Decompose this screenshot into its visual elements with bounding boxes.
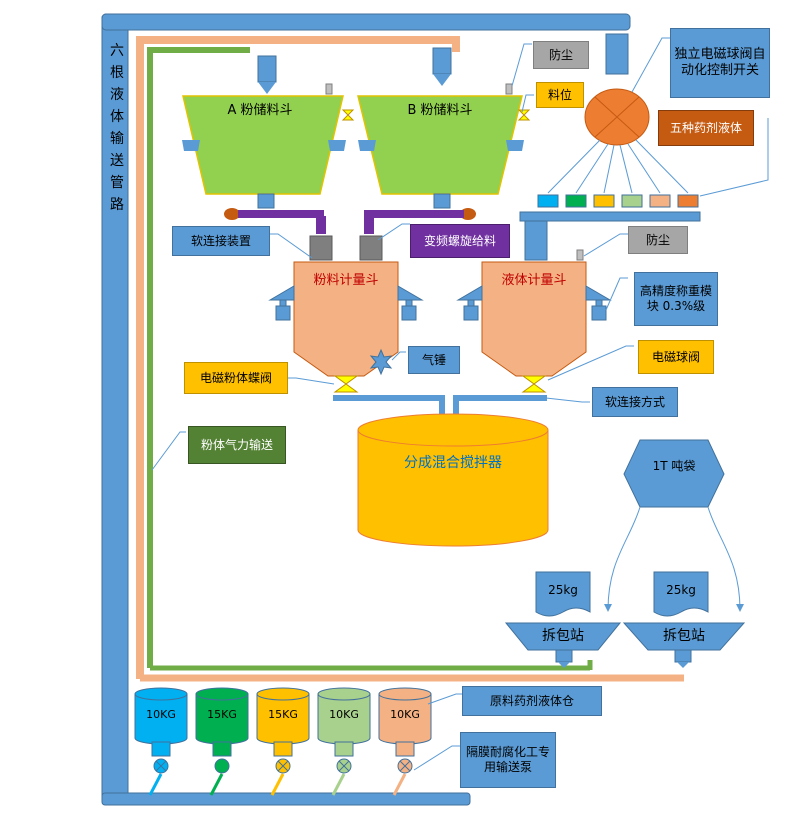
liquid-manifold — [519, 211, 701, 222]
valve-cross-2 — [594, 96, 640, 138]
hopper-a-bracket-left — [182, 140, 200, 151]
ton-bag-curve-right — [707, 506, 741, 611]
valve-fan-lines — [547, 139, 689, 194]
manifold-valve-6 — [677, 194, 699, 208]
manifold-valve-2 — [565, 194, 587, 208]
bag-right-label: 25kg — [666, 582, 696, 597]
level-label: 料位 — [536, 82, 584, 108]
liquid-meter-hopper — [481, 261, 587, 377]
hopper-b-outlet — [433, 193, 451, 209]
liquid-ball-valve — [521, 375, 547, 393]
air-hammer — [369, 348, 393, 376]
tank-4-label: 10KG — [329, 708, 359, 722]
hopper-b — [357, 95, 523, 195]
dust-cover-mid-label: 防尘 — [628, 226, 688, 254]
pneumatic-convey-label: 粉体气力输送 — [188, 426, 286, 464]
ton-bag-curve-left — [607, 506, 641, 611]
hopper-a-inlet-arrow — [258, 82, 276, 94]
liquid-meter-label: 液体计量斗 — [501, 272, 567, 288]
tank-3 — [256, 687, 310, 796]
orange-return-pipe — [136, 36, 460, 679]
tank-1 — [134, 687, 188, 796]
mixer-top — [357, 413, 549, 447]
hopper-a-label: A 粉储料斗 — [227, 102, 293, 118]
tank-3-label: 15KG — [268, 708, 298, 722]
hopper-b-inlet — [432, 47, 452, 75]
bag-left-label: 25kg — [548, 582, 578, 597]
ton-bag-arrow-left — [604, 604, 612, 612]
tank-1-label: 10KG — [146, 708, 176, 722]
air-hammer-label: 气锤 — [408, 346, 460, 374]
hopper-a-sensor — [325, 83, 333, 95]
liquid-delivery-pipe — [453, 395, 547, 416]
screw-feed-label: 变频螺旋给料 — [410, 224, 510, 258]
powder-delivery-pipe — [333, 395, 445, 416]
unpack-station-left — [504, 622, 622, 651]
callout-lines — [151, 37, 769, 771]
ton-bag-label: 1T 吨袋 — [652, 458, 696, 473]
manifold-valve-1 — [537, 194, 559, 208]
unpack-right-label: 拆包站 — [663, 628, 705, 645]
bottom-pipe — [101, 792, 471, 806]
hopper-b-bracket-left — [358, 140, 376, 151]
six-pipelines-label: 六根液体输送管路 — [110, 43, 124, 213]
bag-right — [653, 571, 709, 617]
unpack-station-right — [622, 622, 746, 651]
hopper-b-inlet-arrow — [433, 74, 451, 86]
powder-butterfly-valve — [333, 375, 359, 393]
screw-b — [364, 210, 464, 218]
manifold-valve-4 — [621, 194, 643, 208]
hopper-a-bracket-right — [328, 140, 346, 151]
weigh-brackets — [268, 285, 612, 321]
soft-connect-method-label: 软连接方式 — [592, 387, 678, 417]
hopper-a — [182, 95, 344, 195]
screw-a-outlet — [316, 216, 326, 234]
level-sensor-a — [341, 109, 355, 121]
soft-connect-device-label: 软连接装置 — [172, 226, 270, 256]
five-liquids-label: 五种药剂液体 — [658, 110, 754, 146]
screw-b-outlet — [364, 216, 374, 234]
dust-cover-top-label: 防尘 — [533, 41, 589, 69]
raw-tank-label: 原料药剂液体仓 — [462, 686, 602, 716]
unpack-left-outlet — [555, 649, 573, 663]
screw-a — [238, 210, 324, 218]
pump-label: 隔膜耐腐化工专用输送泵 — [460, 732, 556, 788]
screw-a-motor — [224, 208, 240, 220]
liquid-sensor — [576, 249, 584, 261]
hopper-b-bracket-right — [506, 140, 524, 151]
precision-weigh-label: 高精度称重模块 0.3%级 — [634, 272, 718, 326]
tank-5 — [378, 687, 432, 796]
liquid-inlet — [524, 217, 548, 261]
powder-meter-hopper — [293, 261, 399, 377]
unpack-right-outlet — [674, 649, 692, 663]
tank-4 — [317, 687, 371, 796]
tank-2-label: 15KG — [207, 708, 237, 722]
powder-meter-label: 粉料计量斗 — [313, 272, 379, 288]
flex-connector-b — [359, 235, 383, 261]
hopper-a-outlet — [257, 193, 275, 209]
hopper-a-inlet — [257, 55, 277, 83]
top-pipe — [101, 13, 631, 31]
powder-butterfly-label: 电磁粉体蝶阀 — [184, 362, 288, 394]
unpack-left-label: 拆包站 — [542, 628, 584, 645]
mixer-label: 分成混合搅拌器 — [404, 455, 502, 472]
hopper-b-label: B 粉储料斗 — [407, 102, 473, 118]
green-return-pipe — [147, 47, 250, 668]
hopper-b-sensor — [505, 83, 513, 95]
tank-5-label: 10KG — [390, 708, 420, 722]
flex-connector-a — [309, 235, 333, 261]
unpack-left-arrow — [558, 662, 570, 668]
bag-left — [535, 571, 591, 617]
manifold-valve-5 — [649, 194, 671, 208]
em-ball-valve-label: 电磁球阀 — [638, 340, 714, 374]
manifold-valve-3 — [593, 194, 615, 208]
mixer — [357, 430, 549, 547]
tank-2 — [195, 687, 249, 796]
valve-actuator — [605, 33, 629, 75]
ton-bag-arrow-right — [736, 604, 744, 612]
unpack-right-arrow — [677, 662, 689, 668]
valve-switch-label: 独立电磁球阀自动化控制开关 — [670, 28, 770, 98]
level-sensor-b — [517, 109, 531, 121]
